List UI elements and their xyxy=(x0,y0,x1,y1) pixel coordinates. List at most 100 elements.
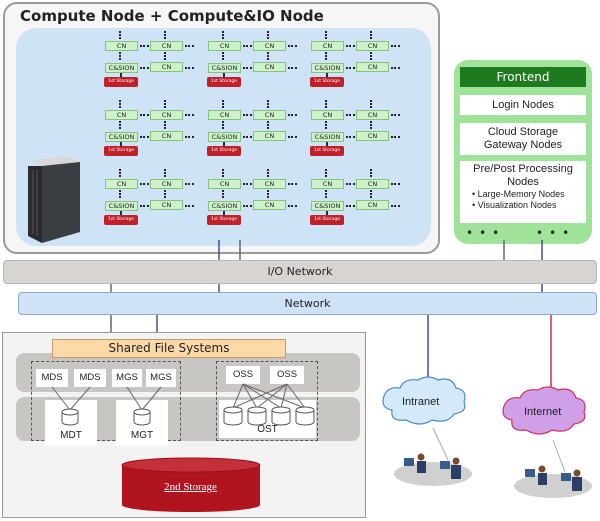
horizontal-ellipsis xyxy=(391,67,400,71)
cn-node: CN xyxy=(253,41,286,51)
cn-node: CN xyxy=(356,41,389,51)
horizontal-ellipsis xyxy=(140,67,149,71)
horizontal-ellipsis xyxy=(288,114,297,118)
vertical-ellipsis xyxy=(222,52,226,60)
vertical-ellipsis xyxy=(370,52,374,60)
csion-node: C&SION xyxy=(105,132,138,142)
csion-node: C&SION xyxy=(208,132,241,142)
vertical-ellipsis xyxy=(370,121,374,129)
vertical-ellipsis xyxy=(370,169,374,177)
cn-node: CN xyxy=(150,41,183,51)
vertical-ellipsis xyxy=(119,31,123,39)
storage-link xyxy=(120,142,122,146)
horizontal-ellipsis xyxy=(185,67,194,71)
horizontal-ellipsis xyxy=(391,205,400,209)
csion-node: C&SION xyxy=(311,63,344,73)
shared-file-systems-label: Shared File Systems xyxy=(52,339,286,358)
network-bar: Network xyxy=(18,292,597,315)
horizontal-ellipsis xyxy=(185,183,194,187)
cn-node: CN xyxy=(208,179,241,189)
cn-node: CN xyxy=(253,62,286,72)
horizontal-ellipsis xyxy=(140,136,149,140)
internet-label: Internet xyxy=(524,406,562,418)
cloud-storage-gateway-box: Cloud Storage Gateway Nodes xyxy=(460,123,586,155)
rack-front xyxy=(42,162,80,243)
cloud-gateway-line1: Cloud Storage xyxy=(487,126,559,138)
vertical-ellipsis xyxy=(164,121,168,129)
vertical-ellipsis xyxy=(325,190,329,198)
mgt-label: MGT xyxy=(130,430,154,441)
mds-box: MDS xyxy=(74,369,106,387)
cn-node: CN xyxy=(150,200,183,210)
first-storage: 1st Storage xyxy=(104,77,138,87)
horizontal-ellipsis xyxy=(140,205,149,209)
cn-node: CN xyxy=(356,179,389,189)
horizontal-ellipsis xyxy=(346,136,355,140)
storage-link xyxy=(120,211,122,215)
second-storage-label: 2nd Storage xyxy=(164,481,217,493)
prepost-item-large-memory: • Large-Memory Nodes xyxy=(472,189,565,199)
first-storage: 1st Storage xyxy=(310,215,344,225)
cn-node: CN xyxy=(253,179,286,189)
cn-node: CN xyxy=(356,62,389,72)
horizontal-ellipsis xyxy=(346,205,355,209)
horizontal-ellipsis xyxy=(140,45,149,49)
horizontal-ellipsis xyxy=(288,183,297,187)
first-storage: 1st Storage xyxy=(104,146,138,156)
horizontal-ellipsis xyxy=(140,183,149,187)
horizontal-ellipsis xyxy=(140,114,149,118)
storage-link xyxy=(223,211,225,215)
vertical-ellipsis xyxy=(267,190,271,198)
vertical-ellipsis xyxy=(370,100,374,108)
first-storage: 1st Storage xyxy=(310,77,344,87)
internet-to-users-line xyxy=(552,439,566,473)
vertical-ellipsis xyxy=(267,52,271,60)
horizontal-ellipsis xyxy=(243,114,252,118)
csion-node: C&SION xyxy=(311,201,344,211)
cn-node: CN xyxy=(150,179,183,189)
first-storage: 1st Storage xyxy=(104,215,138,225)
frontend-ellipsis-left: ••• xyxy=(466,226,506,240)
horizontal-ellipsis xyxy=(391,136,400,140)
cn-node: CN xyxy=(105,179,138,189)
compute-region-title: Compute Node + Compute&IO Node xyxy=(20,7,324,25)
mgs-box: MGS xyxy=(146,369,176,387)
intranet-label: Intranet xyxy=(402,396,440,408)
ost-label: OST xyxy=(257,424,278,435)
horizontal-ellipsis xyxy=(391,45,400,49)
mdt-box: MDT xyxy=(45,400,97,446)
cn-node: CN xyxy=(253,200,286,210)
vertical-ellipsis xyxy=(119,52,123,60)
object-storage-group xyxy=(216,361,318,441)
cn-node: CN xyxy=(150,110,183,120)
cn-node: CN xyxy=(356,131,389,141)
metadata-group xyxy=(31,361,181,441)
frontend-ellipsis-right: ••• xyxy=(536,226,576,240)
prepost-line2: Nodes xyxy=(507,176,539,188)
cn-node: CN xyxy=(311,41,344,51)
horizontal-ellipsis xyxy=(391,183,400,187)
vertical-ellipsis xyxy=(267,121,271,129)
cn-node: CN xyxy=(105,110,138,120)
first-storage: 1st Storage xyxy=(310,146,344,156)
cloud-gateway-line2: Gateway Nodes xyxy=(483,139,563,151)
cn-node: CN xyxy=(105,41,138,51)
vertical-ellipsis xyxy=(267,31,271,39)
vertical-ellipsis xyxy=(325,121,329,129)
horizontal-ellipsis xyxy=(185,205,194,209)
horizontal-ellipsis xyxy=(391,114,400,118)
horizontal-ellipsis xyxy=(346,45,355,49)
first-storage: 1st Storage xyxy=(207,146,241,156)
horizontal-ellipsis xyxy=(185,114,194,118)
io-network-bar: I/O Network xyxy=(3,260,597,284)
horizontal-ellipsis xyxy=(243,67,252,71)
vertical-ellipsis xyxy=(222,169,226,177)
vertical-ellipsis xyxy=(222,190,226,198)
server-rack-image xyxy=(28,156,80,243)
login-nodes-box: Login Nodes xyxy=(460,95,586,115)
horizontal-ellipsis xyxy=(243,205,252,209)
vertical-ellipsis xyxy=(119,121,123,129)
csion-node: C&SION xyxy=(105,63,138,73)
oss-box: OSS xyxy=(270,366,304,384)
csion-node: C&SION xyxy=(208,201,241,211)
